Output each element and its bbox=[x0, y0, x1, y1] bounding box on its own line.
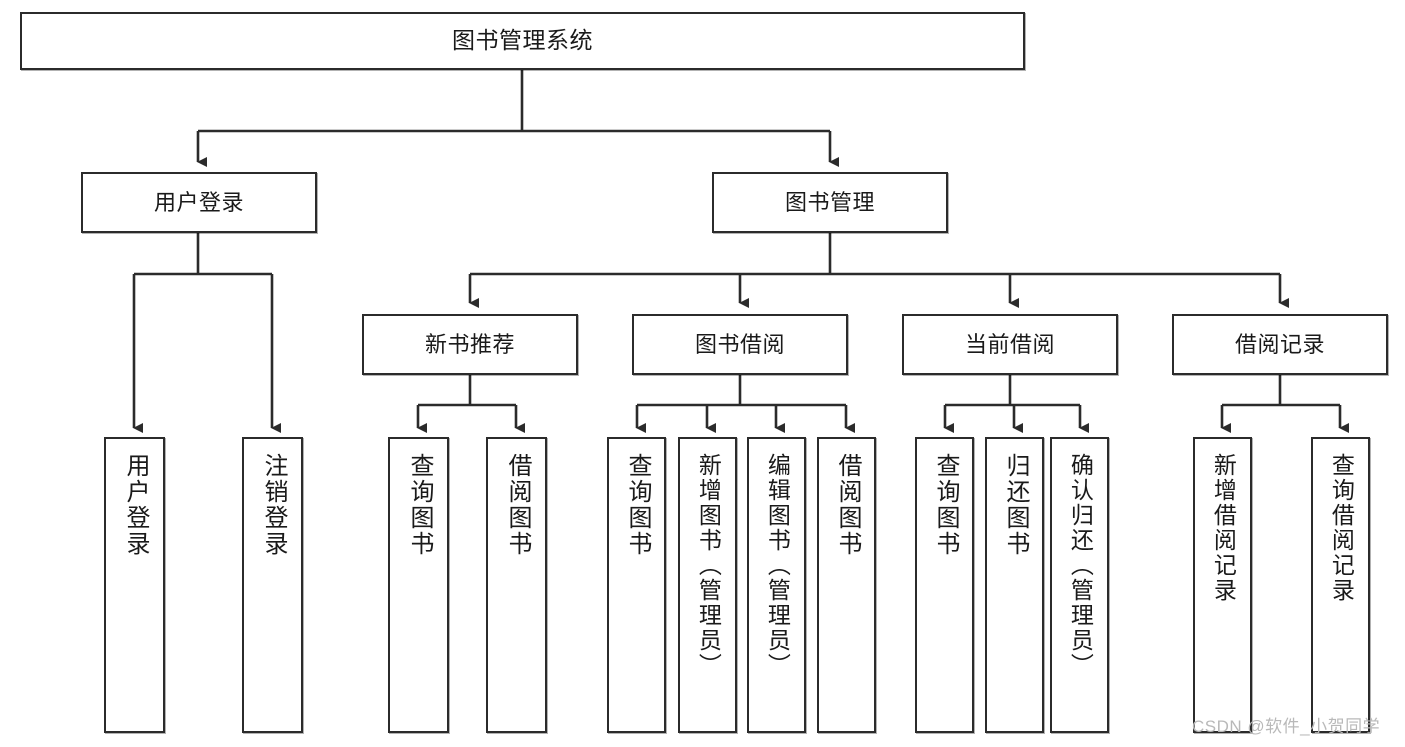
leaf-current-confirm-return-admin[interactable]: 确认归还（管理员） bbox=[1050, 437, 1109, 733]
node-label: 借阅图书 bbox=[833, 453, 861, 557]
node-label: 图书管理系统 bbox=[452, 27, 593, 54]
node-label: 归还图书 bbox=[1001, 453, 1029, 557]
node-label: 图书管理 bbox=[784, 189, 875, 215]
node-new-book-recommend[interactable]: 新书推荐 bbox=[362, 314, 578, 375]
node-user-login[interactable]: 用户登录 bbox=[81, 172, 317, 233]
leaf-borrow-query-book[interactable]: 查询图书 bbox=[607, 437, 666, 733]
node-label: 新增图书（管理员） bbox=[695, 453, 722, 678]
node-label: 用户登录 bbox=[121, 453, 149, 557]
node-label: 查询借阅记录 bbox=[1328, 453, 1355, 603]
leaf-record-add[interactable]: 新增借阅记录 bbox=[1193, 437, 1252, 733]
node-label: 新书推荐 bbox=[424, 331, 515, 357]
node-book-manage[interactable]: 图书管理 bbox=[712, 172, 948, 233]
leaf-current-return-book[interactable]: 归还图书 bbox=[985, 437, 1044, 733]
leaf-user-login[interactable]: 用户登录 bbox=[104, 437, 165, 733]
node-label: 查询图书 bbox=[405, 453, 433, 557]
node-label: 用户登录 bbox=[153, 189, 244, 215]
node-label: 查询图书 bbox=[931, 453, 959, 557]
node-label: 借阅记录 bbox=[1234, 331, 1325, 357]
leaf-borrow-borrow-book[interactable]: 借阅图书 bbox=[817, 437, 876, 733]
node-book-borrow[interactable]: 图书借阅 bbox=[632, 314, 848, 375]
node-label: 注销登录 bbox=[259, 453, 287, 557]
node-label: 当前借阅 bbox=[964, 331, 1055, 357]
csdn-watermark: CSDN @软件_小贺同学 bbox=[1192, 717, 1381, 736]
leaf-record-query[interactable]: 查询借阅记录 bbox=[1311, 437, 1370, 733]
node-label: 新增借阅记录 bbox=[1210, 453, 1237, 603]
node-label: 确认归还（管理员） bbox=[1067, 453, 1094, 678]
node-current-borrow[interactable]: 当前借阅 bbox=[902, 314, 1118, 375]
leaf-borrow-add-book-admin[interactable]: 新增图书（管理员） bbox=[678, 437, 737, 733]
leaf-recommend-query-book[interactable]: 查询图书 bbox=[388, 437, 449, 733]
node-label: 图书借阅 bbox=[694, 331, 785, 357]
node-label: 借阅图书 bbox=[503, 453, 531, 557]
node-label: 查询图书 bbox=[623, 453, 651, 557]
leaf-current-query-book[interactable]: 查询图书 bbox=[915, 437, 974, 733]
node-label: 编辑图书（管理员） bbox=[764, 453, 791, 678]
node-root-system[interactable]: 图书管理系统 bbox=[20, 12, 1025, 70]
leaf-recommend-borrow-book[interactable]: 借阅图书 bbox=[486, 437, 547, 733]
leaf-borrow-edit-book-admin[interactable]: 编辑图书（管理员） bbox=[747, 437, 806, 733]
node-borrow-record[interactable]: 借阅记录 bbox=[1172, 314, 1388, 375]
leaf-logout[interactable]: 注销登录 bbox=[242, 437, 303, 733]
